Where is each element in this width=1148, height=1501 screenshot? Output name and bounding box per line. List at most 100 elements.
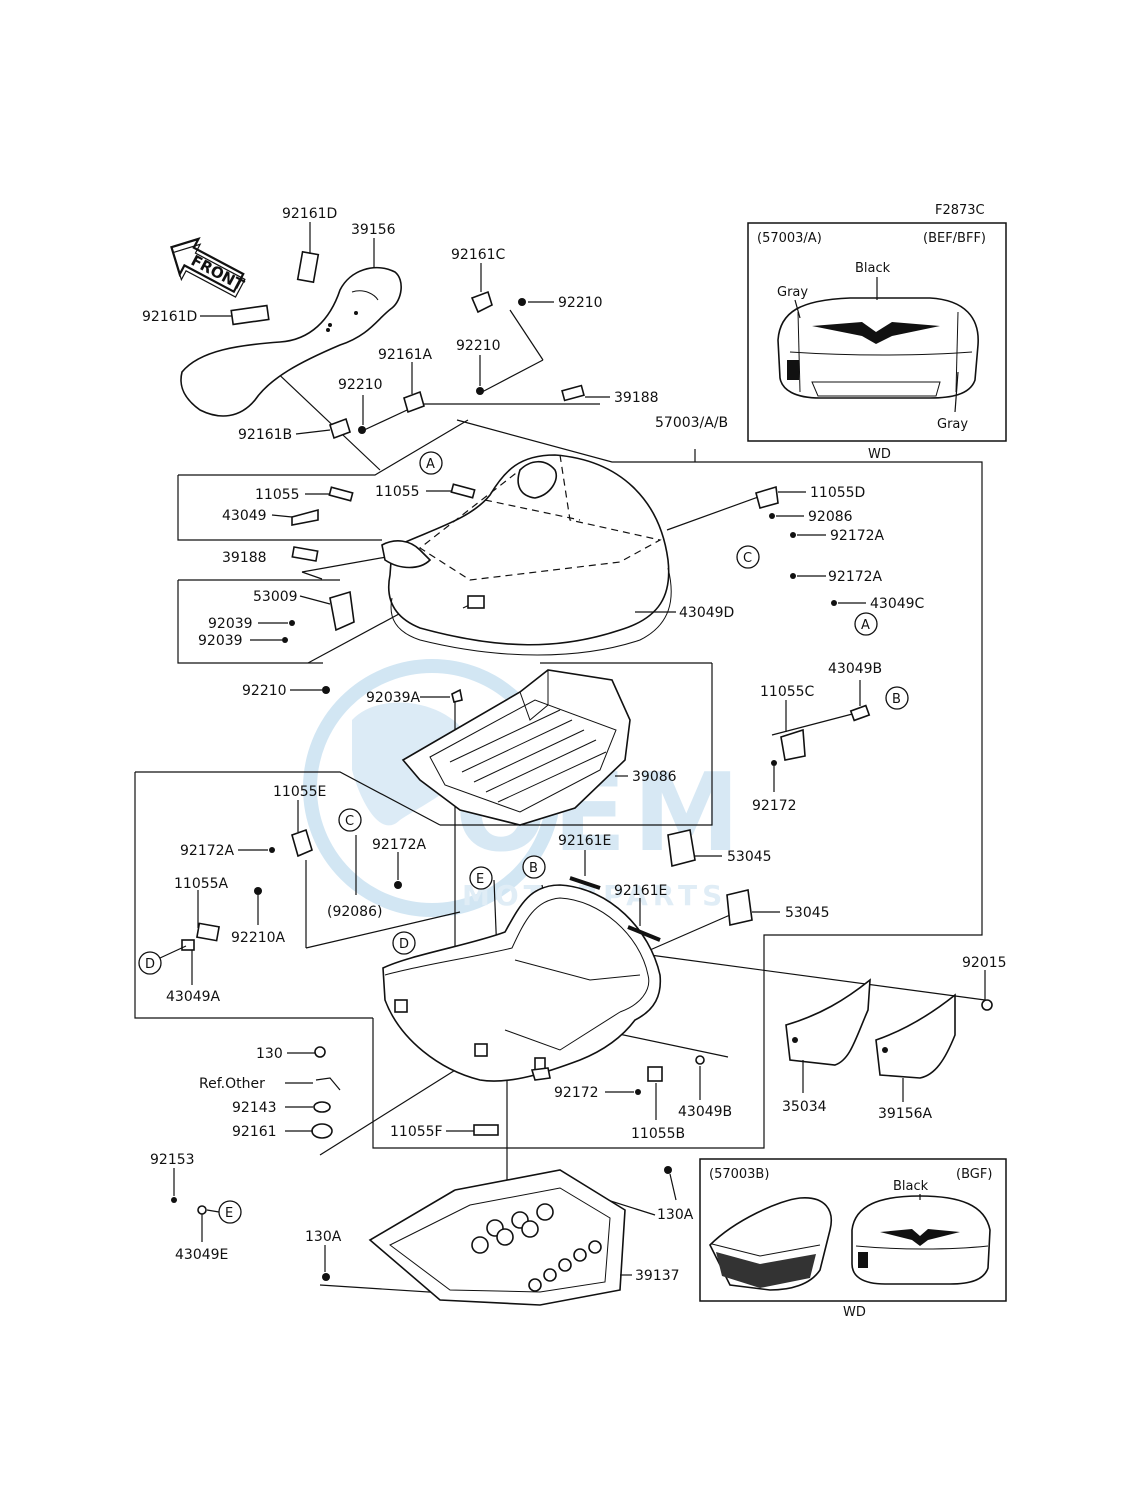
callout-letter: A (861, 618, 870, 633)
part-label: 130 (256, 1046, 283, 1062)
part-label: 92039 (208, 616, 253, 632)
part-label: 92172A (372, 837, 427, 853)
callout-letter: C (743, 551, 752, 566)
part-label: 92210 (558, 295, 603, 311)
part-label: 92172 (752, 798, 797, 814)
part-label: 11055 (375, 484, 420, 500)
inset-caption: WD (843, 1305, 866, 1320)
part-label: 92210 (456, 338, 501, 354)
closed-case-illustration (851, 1194, 991, 1285)
callout-c-left: C (338, 808, 362, 832)
figure-code: F2873C (935, 203, 985, 218)
part-label: 92172A (828, 569, 883, 585)
callout-a-upper: A (419, 451, 443, 475)
front-arrow-icon: FRONT (170, 237, 248, 298)
part-label: 92143 (232, 1100, 277, 1116)
case-body (382, 884, 662, 1082)
part-label: (92086) (327, 904, 382, 920)
callout-markers: A C A B C B E D (138, 451, 909, 1224)
part-label: 39156A (878, 1106, 933, 1122)
open-case-illustration (709, 1197, 832, 1291)
callout-b-center: B (522, 855, 546, 879)
part-label: 43049B (678, 1104, 732, 1120)
part-label: 43049B (828, 661, 882, 677)
callout-letter: D (145, 957, 155, 972)
inset-frame (699, 1158, 1007, 1302)
part-label: 11055F (390, 1124, 443, 1140)
callout-letter: C (345, 814, 354, 829)
part-label: 92210A (231, 930, 286, 946)
part-label: 39086 (632, 769, 677, 785)
callout-d-left: D (138, 951, 162, 975)
part-label: 39188 (222, 550, 267, 566)
part-label: 92086 (808, 509, 853, 525)
callout-e-left: E (218, 1200, 242, 1224)
inset-variant: (BGF) (956, 1167, 992, 1182)
callout-letter: B (529, 861, 538, 876)
part-label: 43049E (175, 1247, 228, 1263)
part-label: 92161E (614, 883, 667, 899)
inset-variant: (BEF/BFF) (923, 231, 986, 246)
callout-a-right: A (854, 612, 878, 636)
tray (401, 669, 631, 826)
part-label: 92161D (282, 206, 337, 222)
part-label: 92161E (558, 833, 611, 849)
part-label: 11055A (174, 876, 229, 892)
callout-letter: B (892, 692, 901, 707)
hardware (171, 250, 993, 1281)
callout-c-right: C (736, 545, 760, 569)
part-label: 35034 (782, 1099, 827, 1115)
part-label: 11055 (255, 487, 300, 503)
part-label: 130A (305, 1229, 342, 1245)
part-label: 92172 (554, 1085, 599, 1101)
inset-frame (747, 222, 1007, 442)
callout-e-center: E (469, 866, 493, 890)
part-label: 57003/A/B (655, 415, 728, 431)
callout-letter: E (476, 872, 484, 887)
callout-b-right: B (885, 686, 909, 710)
part-label: 130A (657, 1207, 694, 1223)
part-label: 11055D (810, 485, 865, 501)
part-label: 43049D (679, 605, 734, 621)
inset-caption: WD (868, 447, 891, 462)
part-label: Ref.Other (199, 1076, 265, 1092)
part-label: 92161B (238, 427, 292, 443)
part-label: 92161D (142, 309, 197, 325)
part-label: 53045 (785, 905, 830, 921)
part-label: 92039A (366, 690, 421, 706)
top-case-illustration (777, 277, 979, 413)
part-label: 92161C (451, 247, 506, 263)
color-label-black: Black (893, 1179, 929, 1194)
color-label-gray-top: Gray (777, 285, 808, 300)
part-label: 39188 (614, 390, 659, 406)
side-panel-35034 (785, 978, 871, 1066)
part-label: 92015 (962, 955, 1007, 971)
part-label: 43049C (870, 596, 925, 612)
callout-letter: D (399, 937, 409, 952)
part-label: 43049A (166, 989, 221, 1005)
side-panel-39156A (875, 993, 956, 1079)
lid-shell (381, 454, 672, 656)
part-label: 92161A (378, 347, 433, 363)
luggage-rack (368, 1169, 626, 1306)
inset-code: (57003/A) (757, 231, 822, 246)
part-label: 92161 (232, 1124, 277, 1140)
color-label-gray-bottom: Gray (937, 417, 968, 432)
label-leaders (159, 222, 986, 1276)
color-label-black: Black (855, 261, 891, 276)
part-label: 11055E (273, 784, 326, 800)
part-label: 11055C (760, 684, 815, 700)
inner-liner (180, 266, 402, 417)
part-label: 53045 (727, 849, 772, 865)
part-label: 92210 (242, 683, 287, 699)
part-labels: 92161D 39156 92161D 92161C 92210 92161A … (142, 206, 1007, 1284)
part-label: 39156 (351, 222, 396, 238)
part-label: 11055B (631, 1126, 685, 1142)
inset-code: (57003B) (709, 1167, 769, 1182)
part-label: 53009 (253, 589, 298, 605)
inset-variant-bef-bff: (57003/A) (BEF/BFF) Black Gray Gray WD (747, 222, 1007, 462)
part-label: 92153 (150, 1152, 195, 1168)
callout-letter: A (426, 457, 435, 472)
part-label: 92172A (180, 843, 235, 859)
